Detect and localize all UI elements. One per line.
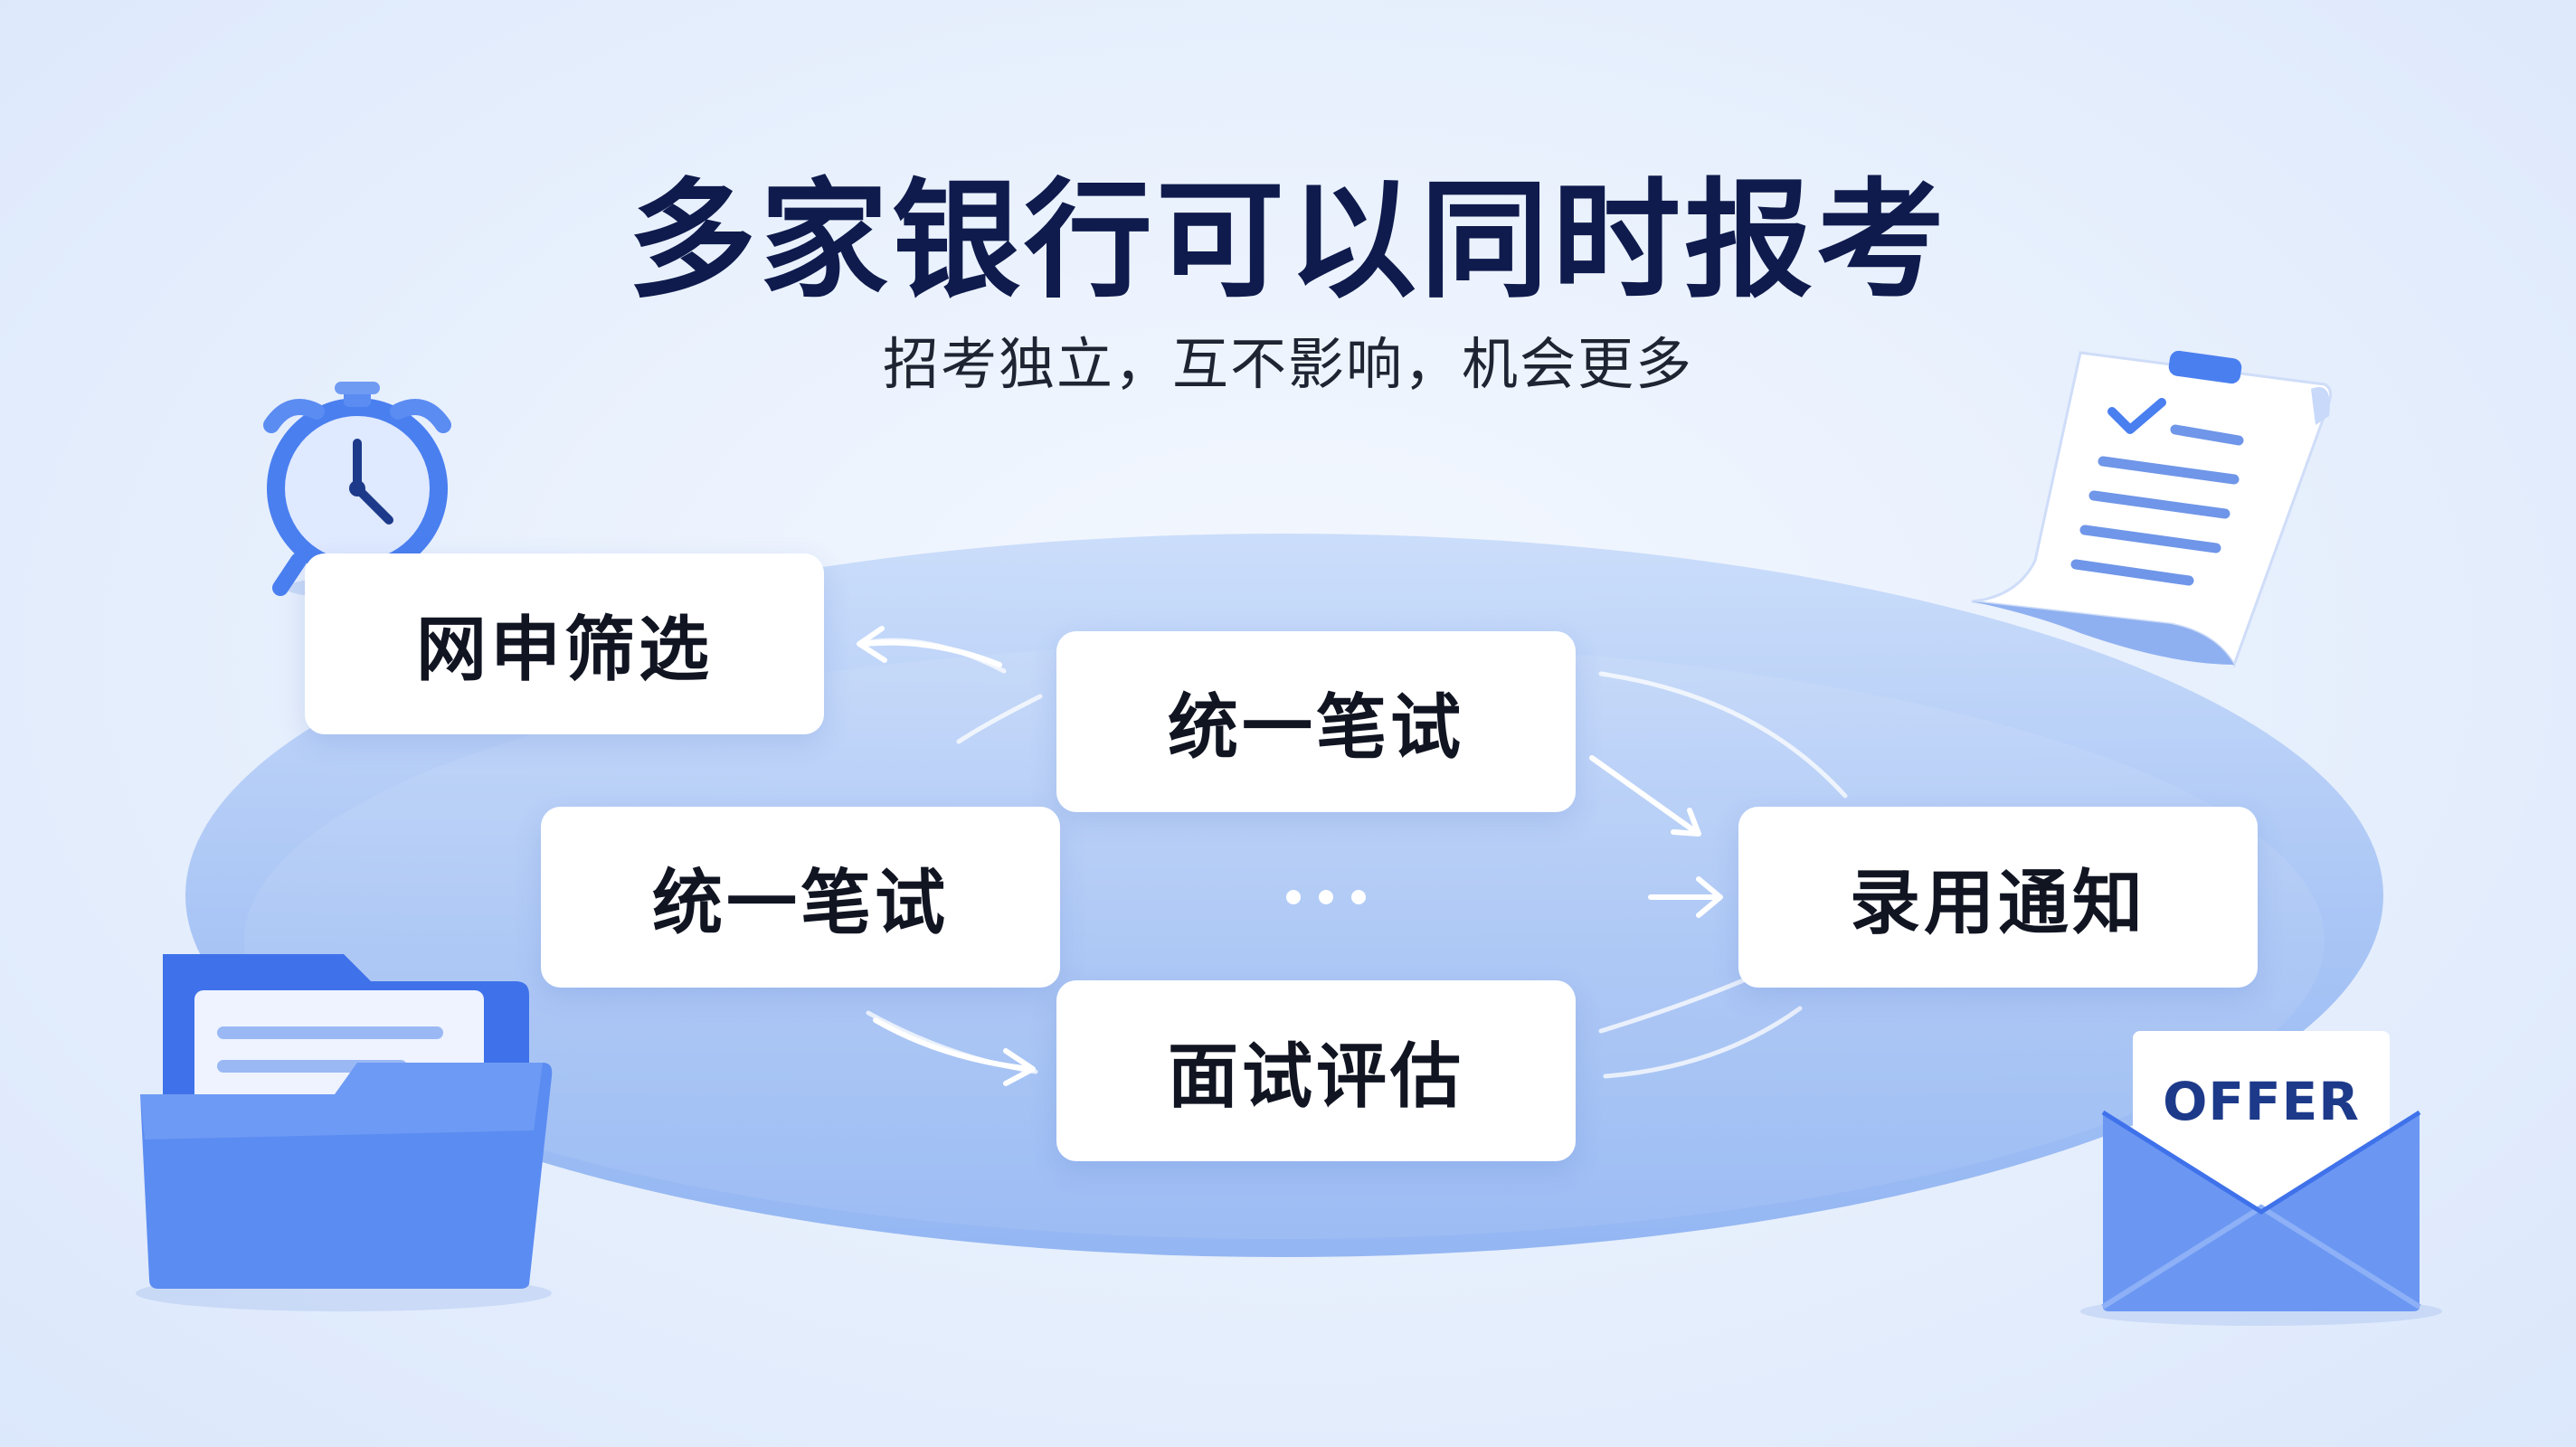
step-label: 网申筛选 [415,610,713,691]
step-card-written-exam-left: 统一笔试 [541,807,1060,988]
page-subtitle: 招考独立，互不影响，机会更多 [882,331,1693,397]
page-title: 多家银行可以同时报考 [628,166,1948,316]
step-label: 统一笔试 [651,863,949,944]
step-card-offer-notice: 录用通知 [1738,807,2258,988]
step-label: 统一笔试 [1167,687,1464,769]
ellipsis-dots [1286,890,1366,904]
step-label: 录用通知 [1849,863,2146,944]
step-card-interview: 面试评估 [1056,980,1576,1161]
step-label: 面试评估 [1167,1036,1464,1118]
step-card-written-exam-top: 统一笔试 [1056,631,1576,812]
step-card-online-application: 网申筛选 [305,553,824,734]
flow-arrows [857,626,1723,1086]
offer-label: OFFER [2163,1071,2360,1132]
